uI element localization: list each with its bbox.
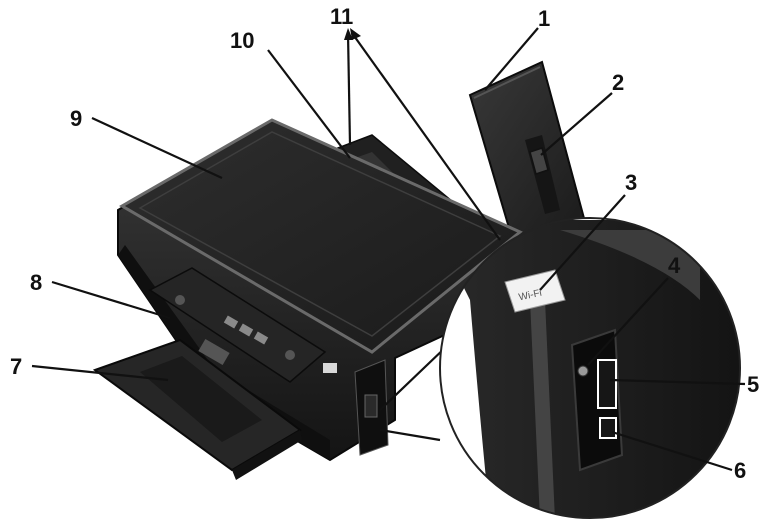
callout-10: 10 [230,28,254,53]
output-tray [92,338,302,480]
zoom-connector-lower [379,428,441,442]
callout-9: 9 [70,106,82,131]
callout-4: 4 [668,253,681,278]
leader-11b [351,32,501,241]
leader-3 [539,194,626,291]
control-panel [148,267,327,383]
leader-7 [31,364,169,382]
leader-4 [587,277,669,366]
leader-5 [609,378,746,386]
wifi-indicator: Wi-Fi [504,269,566,313]
leader-11a-arrow [344,28,353,40]
paper-guide-tab [529,147,549,175]
callout-11: 11 [330,4,353,29]
zoom-connector-upper [379,344,449,411]
memory-card-slot [597,359,617,409]
memory-card-area [323,359,389,456]
leader-11a [346,32,352,146]
leader-11b-arrow [350,28,361,40]
card-reader-light [577,365,589,377]
callout-2: 2 [612,70,624,95]
pictbridge-port [599,417,617,439]
leader-6 [611,430,733,472]
callout-6: 6 [734,458,746,483]
callout-7: 7 [10,354,22,379]
callout-3: 3 [625,170,637,195]
wifi-badge-text: Wi-Fi [518,288,543,304]
leader-8 [51,280,171,320]
callout-8: 8 [30,270,42,295]
callout-1: 1 [538,6,550,31]
leader-9 [91,117,223,179]
leader-10 [267,49,351,159]
leader-2 [540,92,613,156]
callout-5: 5 [747,372,759,397]
leader-1 [484,27,539,91]
